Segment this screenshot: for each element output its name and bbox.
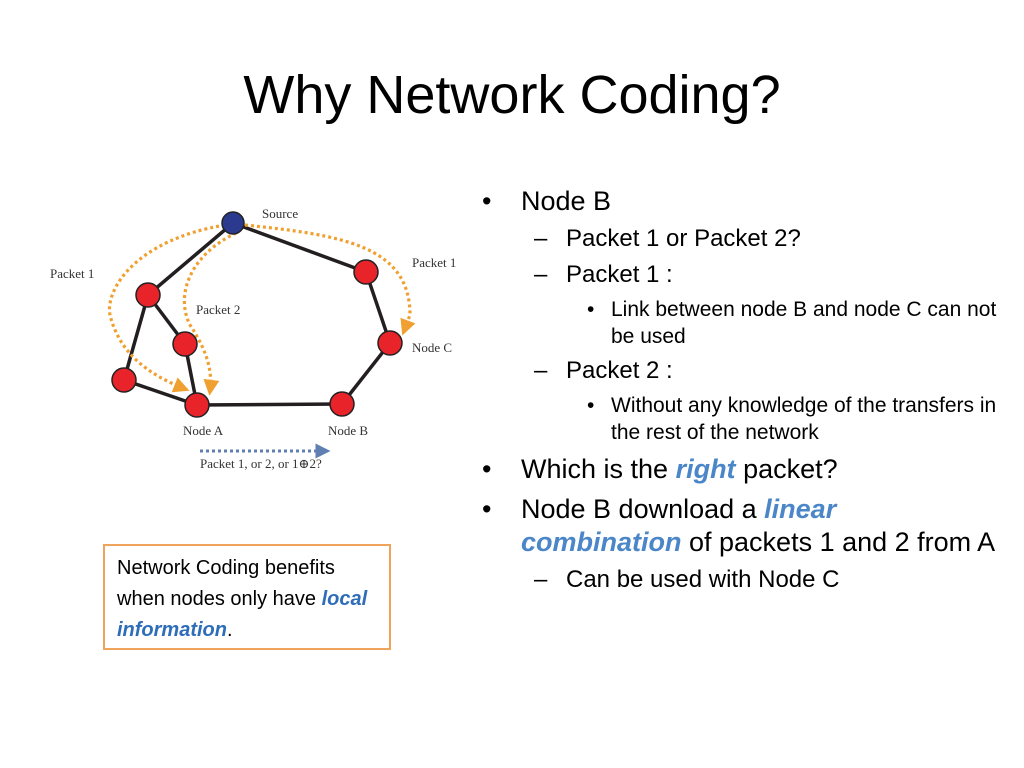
relay-node-right bbox=[353, 259, 379, 285]
edge-left-outer bbox=[122, 294, 150, 381]
sub-bullet-node-c: Can be used with Node C bbox=[478, 565, 998, 595]
packet-paths bbox=[107, 223, 416, 396]
caption-label: Packet 1, or 2, or 1⊕2? bbox=[200, 456, 322, 471]
emphasis-right: right bbox=[675, 454, 736, 484]
bullet-linear-pre: Node B download a bbox=[521, 494, 765, 524]
callout-period: . bbox=[227, 619, 233, 641]
source-node bbox=[221, 211, 245, 235]
emphasis-linear-combination: linear combination bbox=[521, 494, 837, 557]
detail-packet1: Link between node B and node C can not b… bbox=[478, 296, 998, 350]
detail-packet2: Without any knowledge of the transfers i… bbox=[478, 392, 998, 446]
packet1-right-label: Packet 1 bbox=[412, 255, 456, 270]
relay-node-outer bbox=[111, 367, 137, 393]
edge-a-b bbox=[196, 402, 343, 407]
node-a-label: Node A bbox=[183, 423, 224, 438]
bullet-list: Node B Packet 1 or Packet 2? Packet 1 : … bbox=[478, 178, 998, 595]
bullet-linear-combination: Node B download a linear combination of … bbox=[478, 493, 998, 559]
packet1-right-path bbox=[244, 223, 416, 336]
bullet-node-b: Node B bbox=[478, 185, 998, 218]
node-c-label: Node C bbox=[412, 340, 452, 355]
network-diagram: Source Packet 1 Packet 1 Packet 2 Node C… bbox=[50, 206, 456, 471]
packet1-left-path bbox=[107, 223, 226, 393]
sub-bullet-question: Packet 1 or Packet 2? bbox=[478, 224, 998, 254]
network-edges bbox=[122, 221, 392, 407]
packet1-left-label: Packet 1 bbox=[50, 266, 94, 281]
callout-emphasis: local information bbox=[117, 588, 368, 641]
slide-title: Why Network Coding? bbox=[243, 65, 781, 125]
relay-node-left bbox=[135, 282, 161, 308]
node-a bbox=[184, 392, 210, 418]
source-label: Source bbox=[262, 206, 298, 221]
bullet-right-packet-pre: Which is the bbox=[521, 454, 676, 484]
callout-box: Network Coding benefits when nodes only … bbox=[103, 544, 391, 650]
node-c bbox=[377, 330, 403, 356]
bullet-right-packet-post: packet? bbox=[735, 454, 838, 484]
bullet-linear-post: of packets 1 and 2 from A bbox=[681, 527, 996, 557]
relay-node-inner bbox=[172, 331, 198, 357]
packet2-path bbox=[182, 231, 237, 396]
sub-bullet-packet1: Packet 1 : bbox=[478, 260, 998, 290]
edge-source-left bbox=[146, 221, 235, 297]
sub-bullet-packet2: Packet 2 : bbox=[478, 356, 998, 386]
edge-outer-a bbox=[123, 378, 198, 407]
node-b-label: Node B bbox=[328, 423, 368, 438]
node-b bbox=[329, 391, 355, 417]
bullet-right-packet: Which is the right packet? bbox=[478, 453, 998, 486]
edge-source-right bbox=[232, 221, 367, 274]
edge-c-b bbox=[340, 341, 392, 406]
callout-text: Network Coding benefits when nodes only … bbox=[117, 557, 335, 610]
packet2-label: Packet 2 bbox=[196, 302, 240, 317]
